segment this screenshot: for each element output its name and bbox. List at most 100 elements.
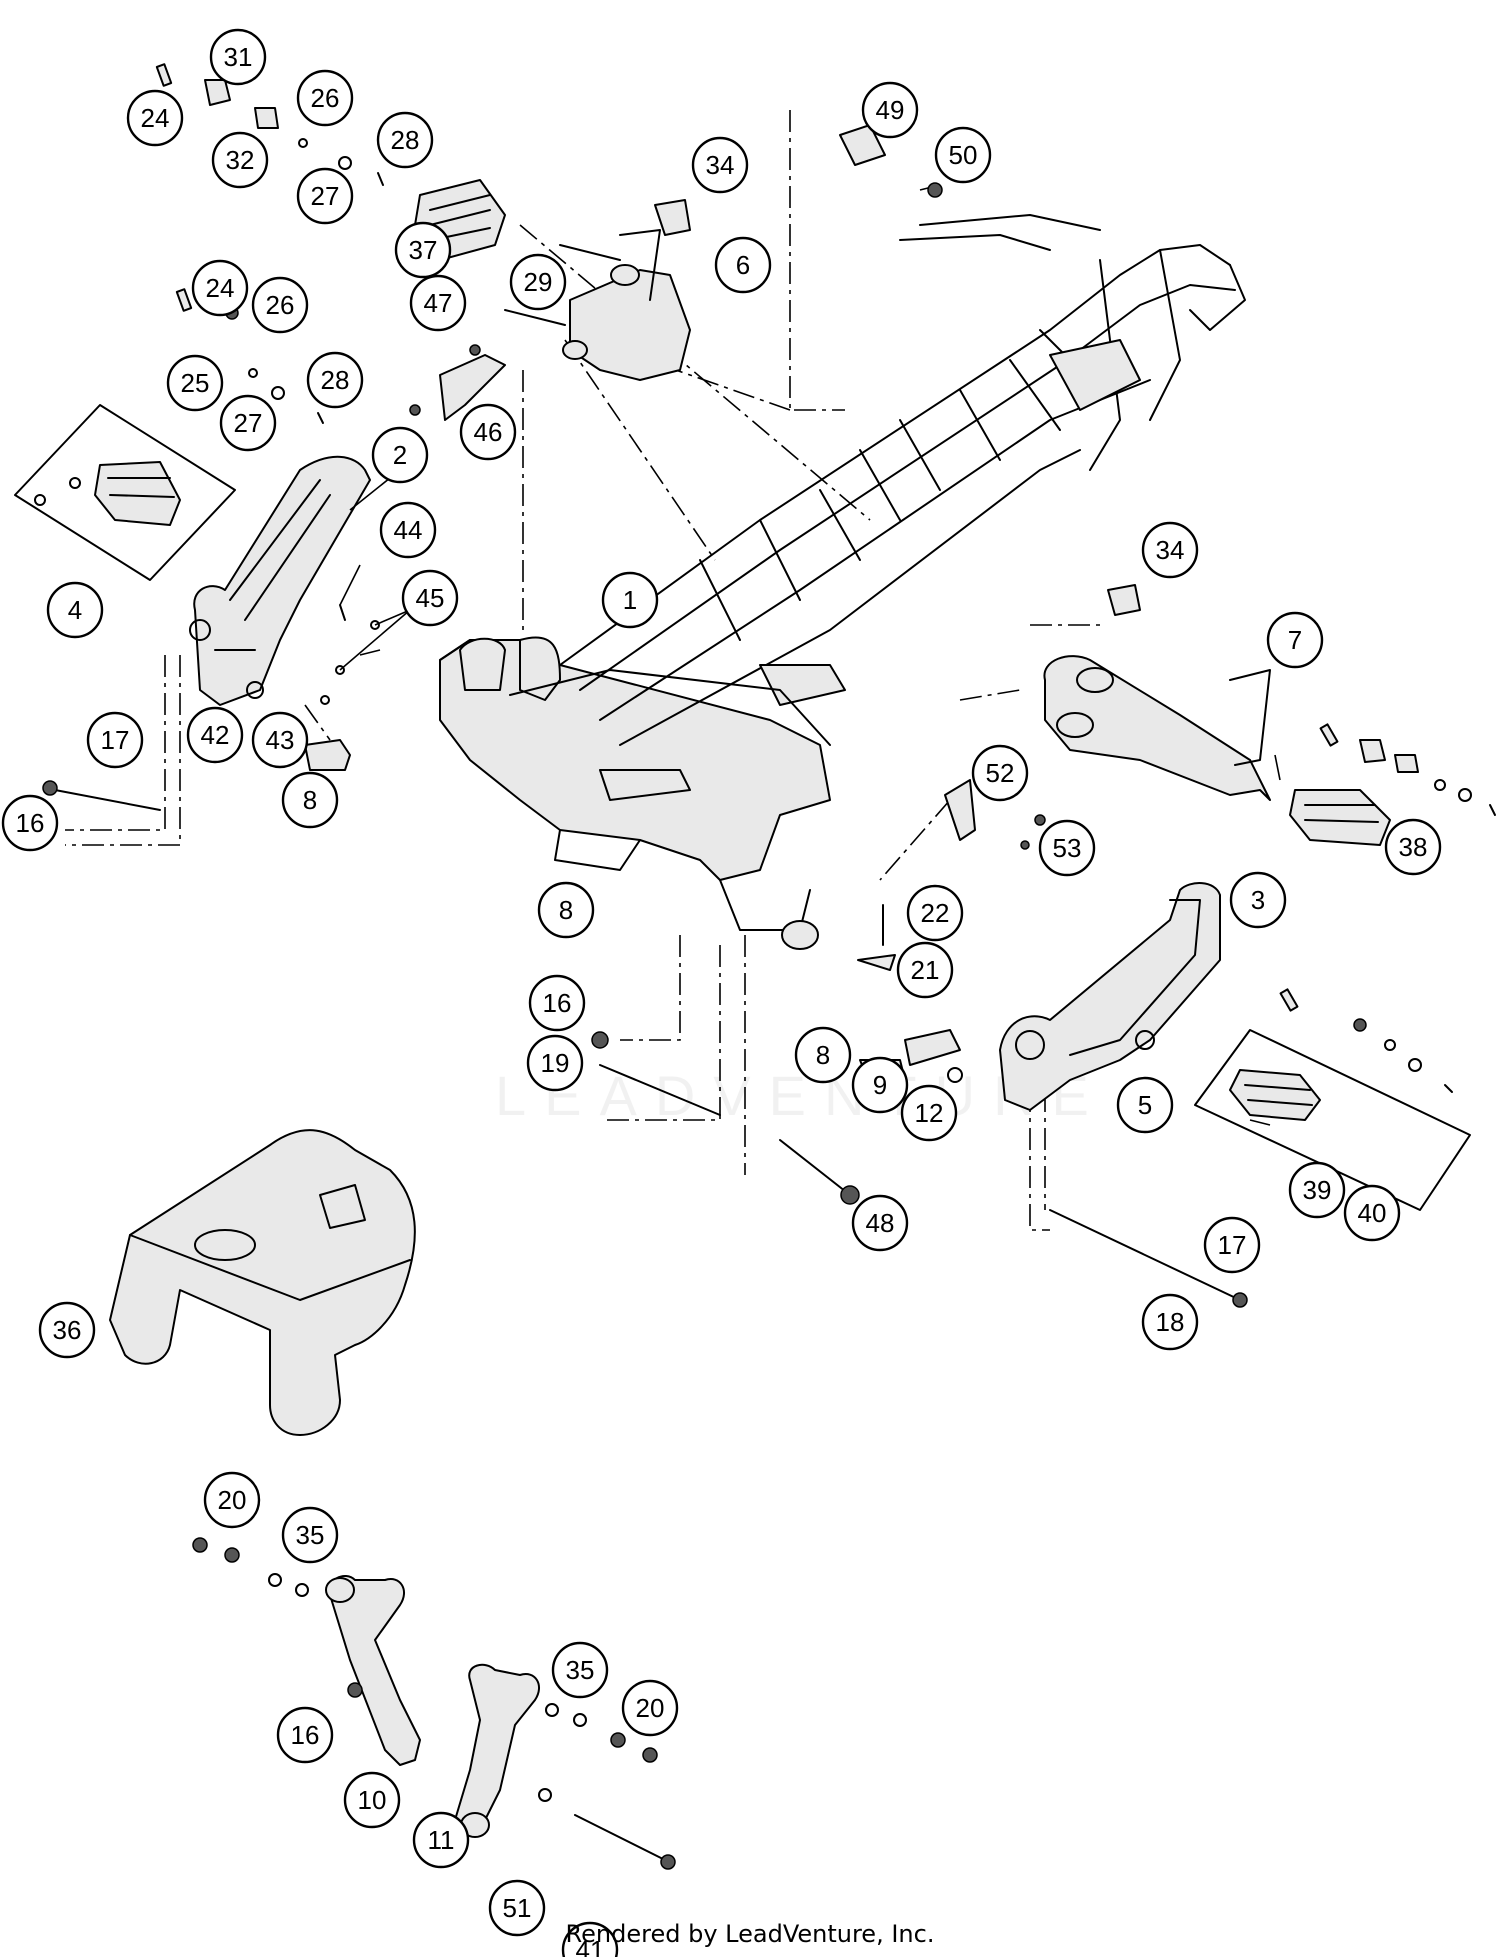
callout-circle [459,403,517,461]
callout-circle [343,1771,401,1829]
callout-24: 24 [126,89,184,147]
callout-circle [861,81,919,139]
callout-circle [211,131,269,189]
callout-7: 7 [1266,611,1324,669]
callout-18: 18 [1141,1293,1199,1351]
callout-circle [971,744,1029,802]
callout-label: 39 [1303,1175,1332,1205]
callout-2: 2 [371,426,429,484]
callout-label: 26 [266,290,295,320]
callout-24: 24 [191,259,249,317]
callout-6: 6 [714,236,772,294]
callout-circle [251,711,309,769]
callout-47: 47 [409,274,467,332]
callout-label: 27 [234,408,263,438]
callout-circle [714,236,772,294]
callout-16: 16 [276,1706,334,1764]
callout-circle [209,28,267,86]
callout-circle [691,136,749,194]
callout-11: 11 [412,1811,470,1869]
callout-46: 46 [459,403,517,461]
footer-credit: Rendered by LeadVenture, Inc. [565,1920,935,1948]
callout-circle [166,354,224,412]
callout-4: 4 [46,581,104,639]
callout-circle [526,1034,584,1092]
callout-label: 34 [1156,535,1185,565]
callout-label: 37 [409,235,438,265]
callout-circle [1229,871,1287,929]
callout-circle [851,1056,909,1114]
callout-label: 25 [181,368,210,398]
callout-label: 21 [911,955,940,985]
callout-circle [306,351,364,409]
callout-circle [551,1641,609,1699]
callout-3: 3 [1229,871,1287,929]
callout-35: 35 [281,1506,339,1564]
callout-label: 7 [1288,625,1302,655]
callout-label: 17 [101,725,130,755]
callout-circle [281,771,339,829]
callout-label: 43 [266,725,295,755]
callout-circle [1203,1216,1261,1274]
callout-circle [621,1679,679,1737]
skid-plate [109,1129,416,1436]
callout-circle [488,1879,546,1937]
watermark: LEADVENTURE [495,1064,1107,1127]
callout-38: 38 [1384,818,1442,876]
callout-circle [409,274,467,332]
callout-43: 43 [251,711,309,769]
callout-label: 5 [1138,1090,1152,1120]
callout-label: 16 [291,1720,320,1750]
callout-22: 22 [906,884,964,942]
callout-label: 4 [68,595,82,625]
assembly-leader-lines [65,110,1100,1231]
callout-5: 5 [1116,1076,1174,1134]
callout-label: 24 [141,103,170,133]
callout-35: 35 [551,1641,609,1699]
callout-16: 16 [528,974,586,1032]
passenger-bracket-right [1043,655,1271,801]
callout-label: 47 [424,288,453,318]
callout-49: 49 [861,81,919,139]
callout-label: 29 [524,267,553,297]
callout-25: 25 [166,354,224,412]
callout-circle [900,1084,958,1142]
callout-8: 8 [537,881,595,939]
callout-circle [394,221,452,279]
callout-circle [601,571,659,629]
callout-label: 19 [541,1048,570,1078]
callout-label: 9 [873,1070,887,1100]
callout-17: 17 [1203,1216,1261,1274]
callout-circle [186,706,244,764]
callout-27: 27 [219,394,277,452]
callout-circle [379,501,437,559]
footrest-bracket-right [999,882,1221,1111]
callout-36: 36 [38,1301,96,1359]
callout-circle [1116,1076,1174,1134]
callout-circle [906,884,964,942]
callout-circle [934,126,992,184]
callout-circle [219,394,277,452]
callout-label: 11 [428,1825,455,1855]
callout-20: 20 [203,1471,261,1529]
callout-circle [46,581,104,639]
callout-label: 35 [566,1655,595,1685]
callout-44: 44 [379,501,437,559]
callout-label: 50 [949,140,978,170]
callout-label: 27 [311,181,340,211]
callout-label: 20 [636,1693,665,1723]
callout-label: 28 [391,125,420,155]
callout-8: 8 [794,1026,852,1084]
callout-circle [371,426,429,484]
callout-label: 45 [416,583,445,613]
callout-41: 41 [561,1921,619,1957]
callout-label: 12 [915,1098,944,1128]
callout-label: 16 [543,988,572,1018]
callout-label: 52 [986,758,1015,788]
callout-45: 45 [401,569,459,627]
callout-label: 18 [1156,1307,1185,1337]
lower-arm-11 [454,1663,540,1838]
callout-53: 53 [1038,819,1096,877]
callout-label: 8 [559,895,573,925]
callout-label: 41 [576,1935,605,1957]
